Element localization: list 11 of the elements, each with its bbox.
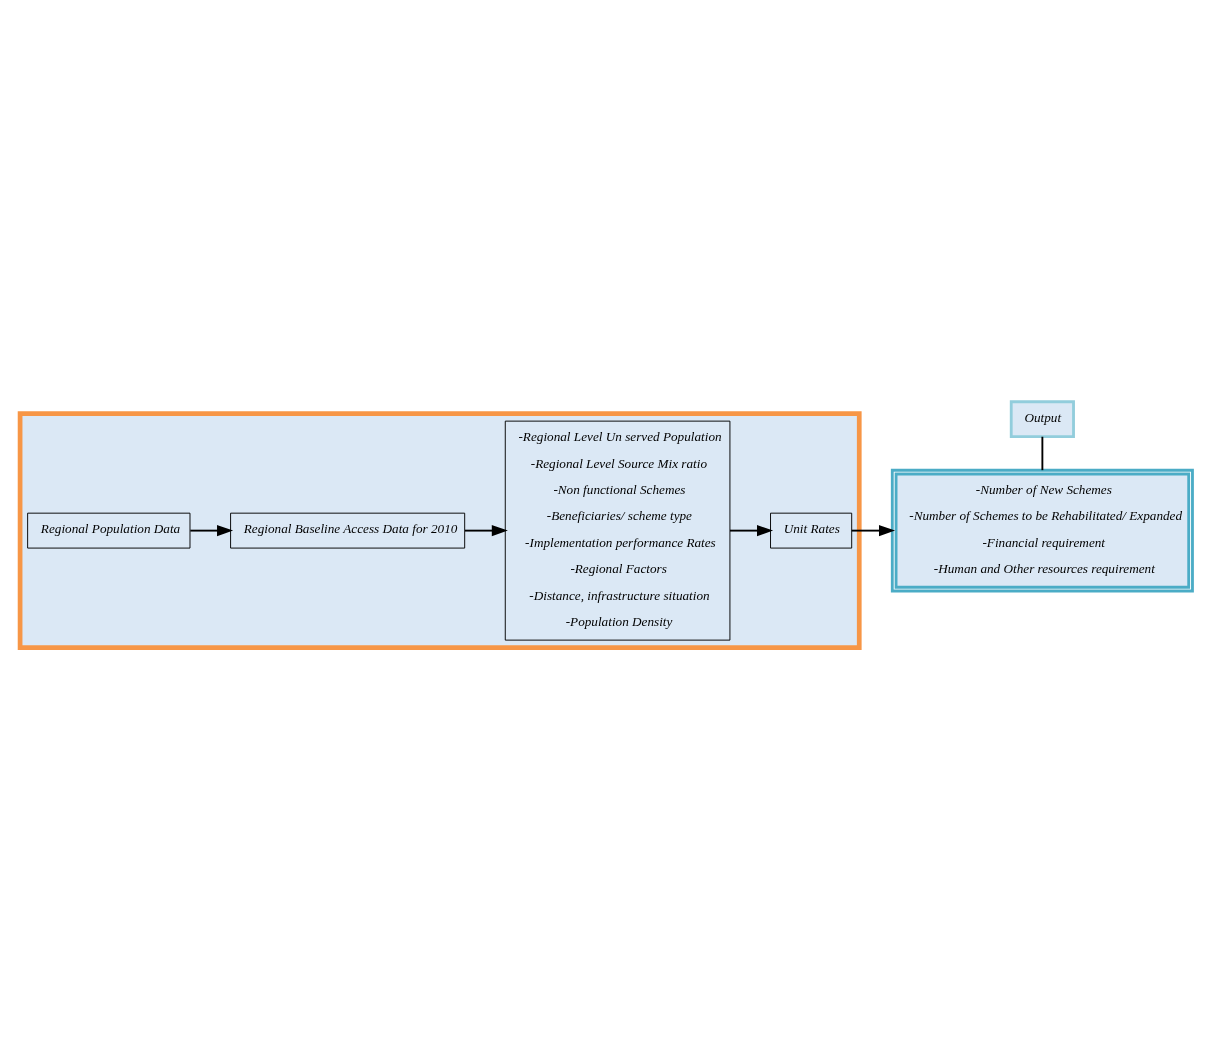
node-box: -Regional Level Un served Population -Regional Level Source Mix ratio -Non functional Schemes -Beneficiaries/ scheme type -Implementation performance Rates -Regional Factors -Distance, infrastructure situation -Population Density [504,420,731,641]
cluster [17,411,862,651]
arrow [464,525,508,537]
connector [1041,435,1044,472]
arrow [729,525,774,537]
arrow [189,525,234,537]
node-box: Unit Rates [770,512,853,549]
node-box: Regional Baseline Access Data for 2010 [230,512,466,549]
node-box: Output [1009,400,1075,439]
arrow [850,525,896,537]
node-box: Regional Population Data [27,512,191,549]
